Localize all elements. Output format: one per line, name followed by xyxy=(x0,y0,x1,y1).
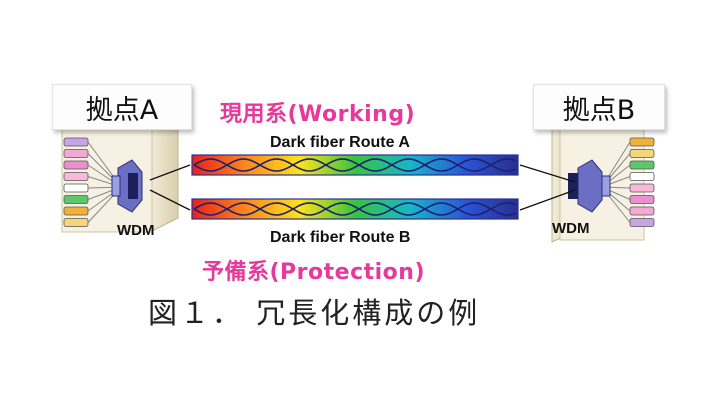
client-line xyxy=(607,189,631,200)
site-a-client-lines xyxy=(87,141,115,223)
client-port xyxy=(63,172,89,181)
client-port xyxy=(629,137,655,147)
protection-route-title: 予備系(Protection) xyxy=(202,260,426,285)
client-port xyxy=(629,149,655,158)
fiber-route-b xyxy=(191,198,519,220)
client-port xyxy=(629,206,655,216)
client-port xyxy=(63,183,89,193)
wdm-b-label: WDM xyxy=(552,220,590,237)
site-a-fiber-links xyxy=(149,164,191,211)
client-port xyxy=(629,195,655,204)
client-port xyxy=(63,149,89,158)
client-line xyxy=(87,176,115,186)
client-line xyxy=(607,141,631,178)
client-line xyxy=(607,153,631,181)
client-line xyxy=(607,194,631,223)
client-port xyxy=(63,160,89,170)
client-port xyxy=(629,183,655,193)
client-line xyxy=(607,191,631,212)
client-port xyxy=(63,206,89,216)
client-line xyxy=(607,186,631,189)
site-a-label: 拠点A xyxy=(52,84,192,130)
client-port xyxy=(63,218,89,227)
working-route-title: 現用系(Working) xyxy=(220,102,416,127)
client-line xyxy=(87,186,115,189)
fiber-route-a xyxy=(191,154,519,176)
fiber-route-a-label: Dark fiber Route A xyxy=(270,134,410,151)
site-b-client-lines xyxy=(607,141,631,223)
site-b-label: 拠点B xyxy=(533,84,665,130)
client-port xyxy=(63,195,89,204)
client-port xyxy=(629,160,655,170)
wdm-a-icon xyxy=(111,159,143,213)
client-line xyxy=(87,194,115,223)
wdm-b-icon xyxy=(568,159,611,213)
client-port xyxy=(629,218,655,227)
client-line xyxy=(607,164,631,183)
client-port xyxy=(629,172,655,181)
client-port xyxy=(63,137,89,147)
client-line xyxy=(87,164,115,183)
client-line xyxy=(87,191,115,212)
site-a-client-ports xyxy=(63,137,89,227)
site-b-client-ports xyxy=(629,137,655,227)
client-line xyxy=(607,176,631,186)
figure-caption: 図１． 冗長化構成の例 xyxy=(148,296,481,330)
client-line xyxy=(87,189,115,200)
wdm-a-label: WDM xyxy=(117,222,155,239)
fiber-route-b-label: Dark fiber Route B xyxy=(270,229,411,246)
client-line xyxy=(87,153,115,181)
client-line xyxy=(87,141,115,178)
site-b-fiber-links xyxy=(519,164,576,211)
